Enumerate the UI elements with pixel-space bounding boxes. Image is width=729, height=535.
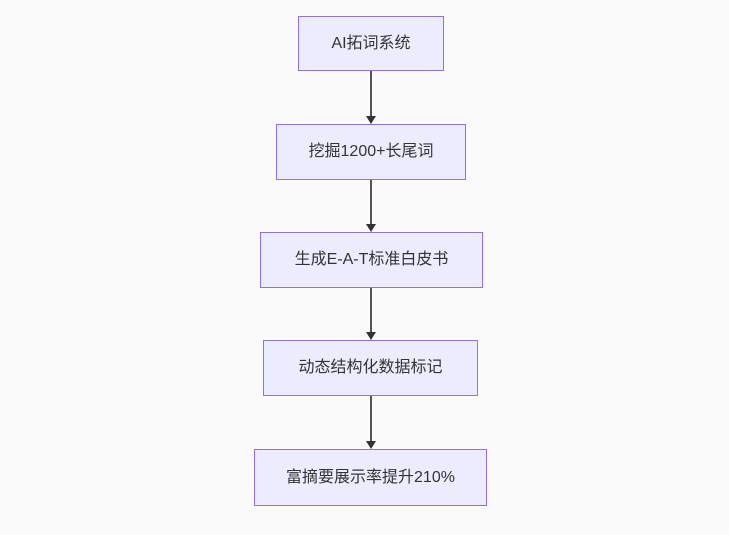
- edge-line: [370, 180, 372, 224]
- node-label: 挖掘1200+长尾词: [308, 143, 434, 161]
- node-label: AI拓词系统: [331, 34, 411, 52]
- flowchart-edge-3: [366, 288, 376, 340]
- edge-line: [370, 396, 372, 441]
- flowchart-node-dynamic-structured-data-markup: 动态结构化数据标记: [263, 340, 478, 396]
- node-label: 富摘要展示率提升210%: [286, 468, 455, 486]
- flowchart-edge-4: [366, 396, 376, 449]
- edge-line: [370, 71, 372, 116]
- flowchart-node-mine-longtail-keywords: 挖掘1200+长尾词: [276, 124, 466, 180]
- node-label: 生成E-A-T标准白皮书: [294, 251, 449, 269]
- node-label: 动态结构化数据标记: [298, 359, 443, 377]
- flowchart-edge-1: [366, 71, 376, 124]
- flowchart-node-generate-eat-whitepaper: 生成E-A-T标准白皮书: [260, 232, 483, 288]
- edge-line: [370, 288, 372, 332]
- arrowhead-down-icon: [366, 332, 376, 340]
- arrowhead-down-icon: [366, 224, 376, 232]
- arrowhead-down-icon: [366, 116, 376, 124]
- arrowhead-down-icon: [366, 441, 376, 449]
- flowchart-edge-2: [366, 180, 376, 232]
- flowchart-node-ai-word-expansion-system: AI拓词系统: [298, 16, 444, 71]
- flowchart-node-rich-snippet-rate-increase: 富摘要展示率提升210%: [254, 449, 487, 506]
